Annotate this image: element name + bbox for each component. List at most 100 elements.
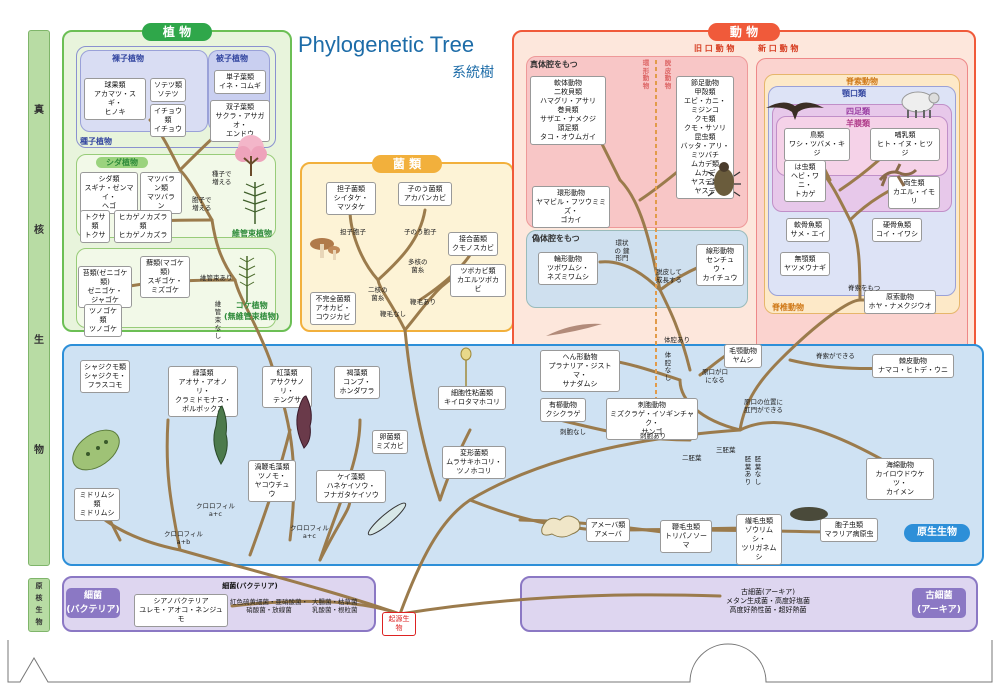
- tree-branch: [348, 208, 380, 282]
- vascular-label: 維管束植物: [232, 229, 272, 238]
- branch-label: 鞭毛なし: [380, 310, 406, 318]
- taxon-box: 細胞性粘菌類 キイロタマホコリ: [438, 386, 506, 410]
- taxon-box: シャジクモ類 シャジクモ・ フラスコモ: [80, 360, 130, 393]
- chordate-label: 脊索動物: [846, 77, 878, 86]
- side-char: 核: [35, 594, 43, 602]
- tree-branch: [738, 420, 902, 472]
- tree-branch: [618, 178, 662, 292]
- tree-branch: [598, 260, 662, 292]
- tree-branch: [376, 208, 427, 282]
- taxon-box: ツノゴケ類 ツノゴケ: [84, 304, 122, 337]
- taxon-box: 節足動物 甲殻類 エビ・カニ・ ミジンコ クモ類 クモ・サソリ 昆虫類 バッタ・…: [676, 76, 734, 199]
- taxon-box: ツボカビ類 カエルツボカビ: [450, 264, 506, 297]
- protostome-header: 旧 口 動 物: [694, 44, 735, 53]
- false-coelom-header: 偽体腔をもつ: [532, 234, 580, 243]
- taxon-box: 鳥類 ワシ・ツバメ・キジ: [784, 128, 850, 161]
- branch-label: 二核の 菌糸: [368, 286, 388, 302]
- green-alga-icon: [213, 405, 228, 465]
- branch-label: 多核の 菌糸: [408, 258, 428, 274]
- eagle-icon: [766, 102, 824, 120]
- tree-branch: [210, 218, 237, 282]
- beetle-icon: [707, 162, 741, 197]
- red-alga-icon: [296, 395, 312, 449]
- bacteria-header: 細菌 (バクテリア): [66, 588, 120, 618]
- taxon-box: マツバラン類 マツバラン: [140, 172, 182, 214]
- branch-label: 維管束あり: [200, 274, 233, 282]
- branch-label: 二胚葉: [682, 454, 702, 462]
- side-char: 物: [35, 618, 43, 626]
- side-char: 原: [35, 582, 43, 590]
- taxon-box: 軟体動物 二枚貝類 ハマグリ・アサリ 巻貝類 サザエ・ナメクジ 頭足類 タコ・オ…: [530, 76, 606, 145]
- taxon-box: 球果類 アカマツ・スギ・ ヒノキ: [84, 78, 146, 120]
- taxon-box: 繊毛虫類 ゾウリムシ・ ツリガネムシ: [736, 514, 782, 565]
- taxon-box: 緑藻類 アオサ・アオノリ・ クラミドモナス・ ボルボックス: [168, 366, 238, 417]
- archaea-region: [520, 576, 978, 632]
- tree-branch: [848, 218, 862, 302]
- tree-branch: [230, 599, 402, 616]
- prokaryote-list: 大腸菌・枯草菌 乳酸菌・根粒菌: [312, 598, 358, 614]
- branch-label: クロロフィル a+c: [290, 524, 329, 540]
- moss-group-label: コケ植物 (無維管束植物): [224, 301, 280, 321]
- tree-branch: [658, 288, 692, 372]
- side-char: 生: [34, 335, 44, 346]
- branch-label: 脱皮して 成長する: [656, 268, 682, 284]
- title-ja: 系統樹: [452, 65, 494, 81]
- animal-header: 動 物: [708, 23, 780, 41]
- tree-branch: [738, 298, 862, 432]
- branch-label: 胚葉なし: [754, 455, 762, 486]
- taxon-box: ソテツ類 ソテツ: [150, 78, 186, 102]
- taxon-box: 変形菌類 ムラサキホコリ・ ツノホコリ: [442, 446, 506, 479]
- taxon-box: イチョウ類 イチョウ: [150, 104, 186, 137]
- taxon-box: 鞭毛虫類 トリパノソーマ: [660, 520, 712, 553]
- title-en: Phylogenetic Tree: [298, 32, 475, 57]
- side-char: 真: [34, 105, 44, 116]
- taxon-box: 無顎類 ヤツメウナギ: [780, 252, 830, 276]
- taxon-box: 接合菌類 クモノスカビ: [448, 232, 498, 256]
- branch-label: 子のう胞子: [404, 228, 437, 236]
- amniote-label: 羊膜類: [846, 119, 870, 128]
- fern-header: シダ植物: [96, 157, 148, 168]
- taxon-box: は虫類 ヘビ・ワニ・ トカゲ: [784, 160, 826, 202]
- amoeba-icon: [541, 515, 581, 538]
- tree-branch: [376, 278, 407, 332]
- branch-label: 脊索をもつ: [848, 284, 881, 292]
- taxon-box: 双子葉類 サクラ・アサガオ・ エンドウ: [210, 100, 270, 142]
- archaea-header: 古細菌 (アーキア): [912, 588, 966, 618]
- lizard-icon: [878, 163, 918, 187]
- side-char: 物: [34, 445, 44, 456]
- taxon-box: シダ類 スギナ・ゼンマイ・ ヘゴ: [80, 172, 138, 214]
- taxon-box: 不完全菌類 アオカビ・ コウジカビ: [310, 292, 356, 325]
- taxon-box: 線形動物 センチュウ・ カイチュウ: [696, 244, 744, 286]
- taxon-box: ヒカゲノカズラ類 ヒカゲノカズラ: [114, 210, 172, 243]
- taxon-box: 卵菌類 ミズカビ: [372, 430, 408, 454]
- branch-label: クロロフィル a+b: [164, 530, 203, 546]
- fern-icon: [242, 182, 268, 224]
- taxon-box: 胞子虫類 マラリア病原虫: [820, 518, 878, 542]
- taxon-box: 苔類(ゼニゴケ類) ゼニゴケ・ ジャゴケ: [78, 266, 132, 308]
- tree-branch: [165, 418, 182, 552]
- sheep-icon: [901, 91, 940, 118]
- taxon-box: 輪形動物 ツボワムシ・ ネズミワムシ: [538, 252, 598, 285]
- taxon-box: 有櫛動物 クシクラゲ: [540, 398, 586, 422]
- taxon-box: 毛顎動物 ヤムシ: [724, 344, 762, 368]
- taxon-box: ヘん形動物 プラナリア・ジストマ・ サナダムシ: [540, 350, 620, 392]
- seed-plants-panel: [76, 46, 276, 148]
- branch-label: 脊索ができる: [816, 352, 855, 360]
- gymnosperm-header: 裸子植物: [112, 54, 144, 63]
- tree-branch: [398, 593, 722, 616]
- taxon-box: 渦鞭毛藻類 ツノモ・ ヤコウチュウ: [248, 460, 296, 502]
- side-char: 生: [35, 606, 43, 614]
- fungi-header: 菌 類: [372, 155, 442, 173]
- tree-branch: [403, 328, 442, 502]
- molt-column-label: 脱皮動物: [664, 59, 672, 90]
- branch-label: 種子で 増える: [212, 170, 232, 186]
- mushroom-icon: [310, 238, 340, 260]
- seed-plants-label: 種子植物: [80, 137, 112, 146]
- jaw-label: 顎口類: [842, 89, 866, 98]
- true-coelom-header: 真体腔をもつ: [530, 60, 578, 69]
- branch-label: クロロフィル a+c: [196, 502, 235, 518]
- taxon-box: 原索動物 ホヤ・ナメクジウオ: [864, 290, 936, 314]
